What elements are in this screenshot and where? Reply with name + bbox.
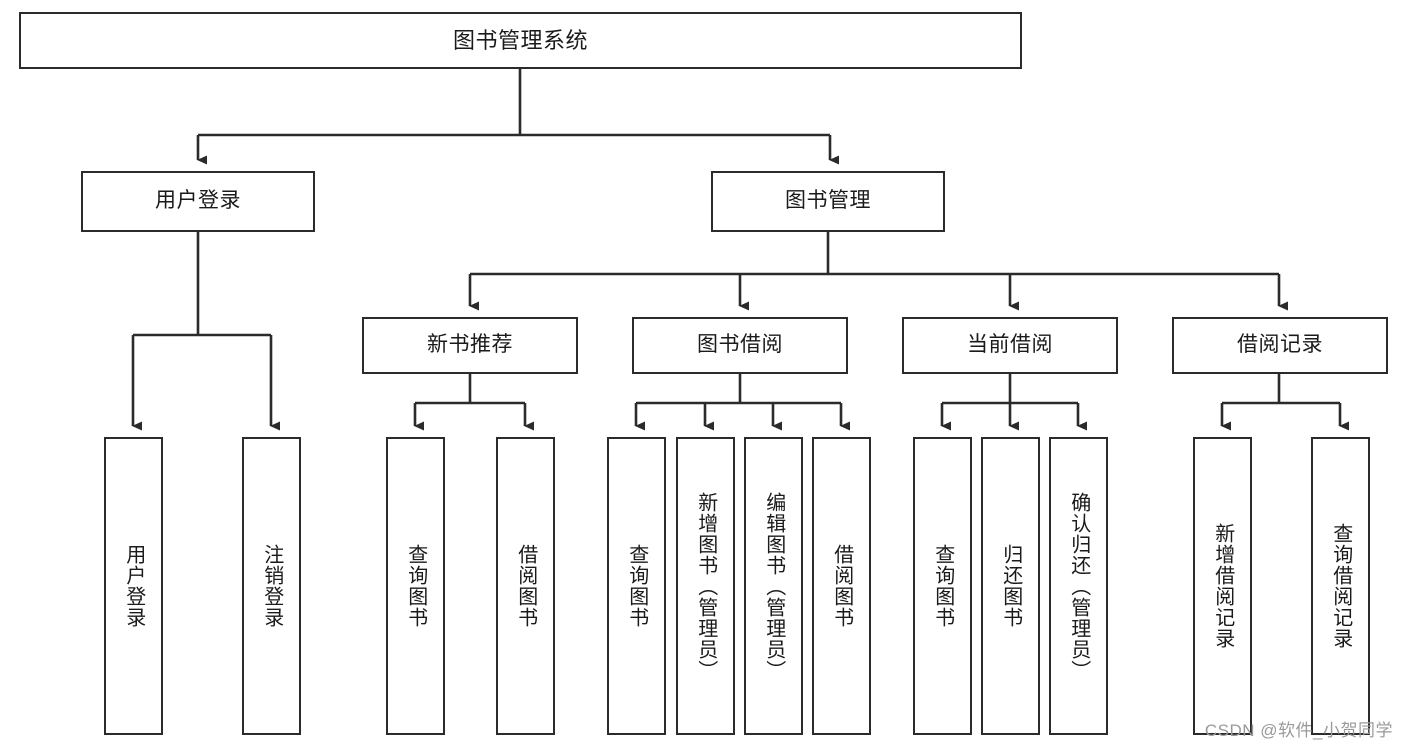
node-user-login-label: 用户登录 <box>155 189 241 213</box>
leaf-confirm-return-label: 确认归还（管理员） <box>1067 491 1090 681</box>
leaf-query-book-2[interactable]: 查询图书 <box>607 437 666 735</box>
watermark: CSDN @软件_小贺同学 <box>1204 721 1393 740</box>
leaf-user-login[interactable]: 用户登录 <box>104 437 163 735</box>
leaf-add-record[interactable]: 新增借阅记录 <box>1193 437 1252 735</box>
leaf-return-book[interactable]: 归还图书 <box>981 437 1040 735</box>
node-borrow-record[interactable]: 借阅记录 <box>1172 317 1388 374</box>
node-book-management[interactable]: 图书管理 <box>711 171 945 232</box>
node-book-borrow-label: 图书借阅 <box>697 333 783 357</box>
leaf-query-book-3-label: 查询图书 <box>931 544 954 628</box>
node-new-book-recommend[interactable]: 新书推荐 <box>362 317 578 374</box>
leaf-borrow-book-2-label: 借阅图书 <box>830 544 853 628</box>
leaf-edit-book[interactable]: 编辑图书（管理员） <box>744 437 803 735</box>
leaf-query-book-3[interactable]: 查询图书 <box>913 437 972 735</box>
leaf-add-book-label: 新增图书（管理员） <box>694 491 717 681</box>
leaf-borrow-book-1[interactable]: 借阅图书 <box>496 437 555 735</box>
leaf-add-book[interactable]: 新增图书（管理员） <box>676 437 735 735</box>
leaf-query-book-2-label: 查询图书 <box>625 544 648 628</box>
leaf-logout-label: 注销登录 <box>260 544 283 628</box>
leaf-query-record-label: 查询借阅记录 <box>1329 523 1352 649</box>
leaf-add-record-label: 新增借阅记录 <box>1211 523 1234 649</box>
node-current-borrow-label: 当前借阅 <box>967 333 1053 357</box>
leaf-borrow-book-2[interactable]: 借阅图书 <box>812 437 871 735</box>
leaf-query-book-1-label: 查询图书 <box>404 544 427 628</box>
leaf-query-book-1[interactable]: 查询图书 <box>386 437 445 735</box>
leaf-user-login-label: 用户登录 <box>122 544 145 628</box>
node-borrow-record-label: 借阅记录 <box>1237 333 1323 357</box>
node-user-login[interactable]: 用户登录 <box>81 171 315 232</box>
node-book-borrow[interactable]: 图书借阅 <box>632 317 848 374</box>
node-new-book-recommend-label: 新书推荐 <box>427 333 513 357</box>
node-root-system[interactable]: 图书管理系统 <box>19 12 1022 69</box>
leaf-confirm-return[interactable]: 确认归还（管理员） <box>1049 437 1108 735</box>
leaf-return-book-label: 归还图书 <box>999 544 1022 628</box>
leaf-borrow-book-1-label: 借阅图书 <box>514 544 537 628</box>
leaf-edit-book-label: 编辑图书（管理员） <box>762 491 785 681</box>
leaf-query-record[interactable]: 查询借阅记录 <box>1311 437 1370 735</box>
node-root-label: 图书管理系统 <box>452 27 588 53</box>
node-book-management-label: 图书管理 <box>785 189 871 213</box>
leaf-logout[interactable]: 注销登录 <box>242 437 301 735</box>
node-current-borrow[interactable]: 当前借阅 <box>902 317 1118 374</box>
